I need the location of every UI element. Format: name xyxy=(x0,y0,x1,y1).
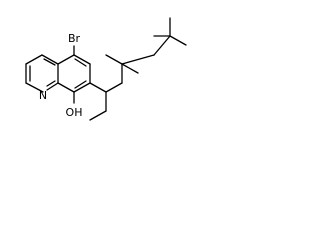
bromine-label: Br xyxy=(68,32,81,45)
bond-quat1-methyl-right xyxy=(121,63,139,74)
bond-quat1-methyl-left xyxy=(105,54,123,65)
bond-c5-c6 xyxy=(73,54,91,65)
double-bond-c8a-n1 xyxy=(46,80,56,87)
bond-c7-ca xyxy=(89,82,107,93)
bond-c8-c8a xyxy=(57,82,75,93)
bond-ch2-quat2 xyxy=(153,35,171,56)
bond-n1-c2 xyxy=(25,82,44,93)
bond-lines xyxy=(25,17,187,121)
double-bond-c5-c6 xyxy=(74,58,87,67)
bond-c7-c8 xyxy=(73,82,91,93)
double-bond-c4-c4a xyxy=(43,58,56,66)
bond-quat1-ch2 xyxy=(121,54,155,65)
bond-c8a-n1 xyxy=(46,82,59,91)
bond-c3-c4 xyxy=(25,54,43,65)
double-bond-c7-c8 xyxy=(74,80,87,89)
hydroxyl-label: OH xyxy=(66,106,83,119)
bond-quat2-methyl-right xyxy=(169,35,187,46)
nitrogen-label: N xyxy=(39,89,47,102)
bond-c4-c4a xyxy=(41,54,59,65)
bond-c4a-c5 xyxy=(57,54,75,65)
bond-ethyl1-ethyl2 xyxy=(89,110,107,121)
chemical-structure-diagram: Br N OH xyxy=(25,17,187,121)
bond-ca-cb xyxy=(105,82,123,93)
